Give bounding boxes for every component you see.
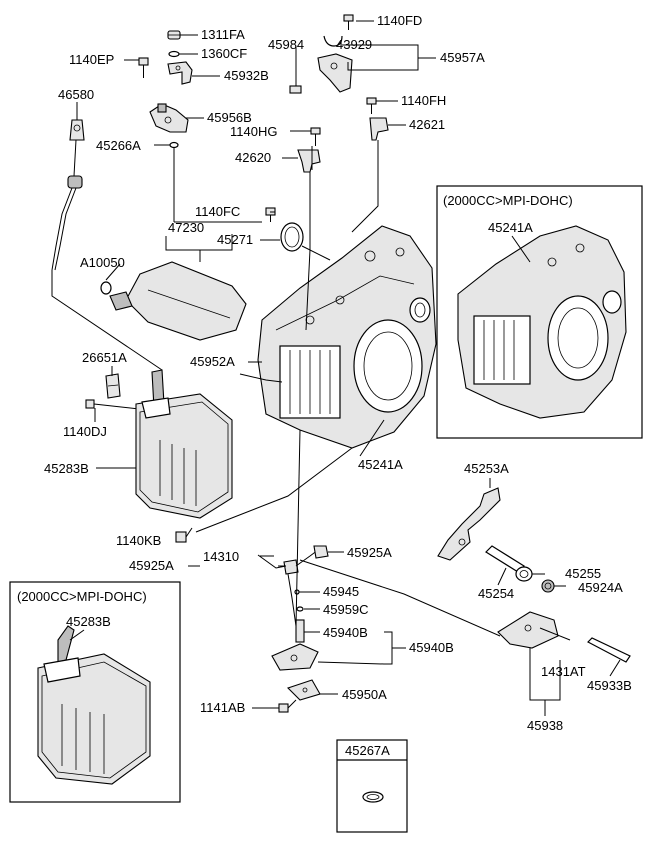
- label-45271: 45271: [217, 232, 253, 247]
- label-45924a: 45924A: [578, 580, 623, 595]
- label-1140fd: 1140FD: [377, 13, 422, 28]
- pin-45254-drawing: [485, 545, 525, 573]
- bolt-1140fd-drawing: [343, 14, 354, 30]
- cable-14310-drawing: [257, 545, 329, 627]
- bolt-45984-drawing: [289, 56, 302, 94]
- label-45952a: 45952A: [190, 354, 235, 369]
- label-1140ep: 1140EP: [69, 52, 114, 67]
- label-45984: 45984: [268, 37, 304, 52]
- label-1141ab: 1141AB: [200, 700, 245, 715]
- label-1140dj: 1140DJ: [63, 424, 107, 439]
- label-1140kb: 1140KB: [116, 533, 161, 548]
- label-46580: 46580: [58, 87, 94, 102]
- bolt-1140ep-drawing: [138, 57, 149, 78]
- label-45283b: 45283B: [44, 461, 89, 476]
- inset-frame-bottom: [9, 581, 181, 803]
- oring-45271-drawing: [280, 222, 304, 252]
- label-45950a: 45950A: [342, 687, 387, 702]
- label-45925a-left: 45925A: [129, 558, 174, 573]
- bracket-45938-drawing: [497, 611, 571, 649]
- inset-bottom-title: (2000CC>MPI-DOHC): [17, 589, 147, 604]
- label-1311fa: 1311FA: [201, 27, 245, 42]
- bolt-1140fc-drawing: [265, 207, 276, 222]
- label-45945: 45945: [323, 584, 359, 599]
- label-45938: 45938: [527, 718, 563, 733]
- oil-filter-47230-drawing: [109, 261, 247, 341]
- label-45940b-outer: 45940B: [409, 640, 454, 655]
- oring-45959c-drawing: [296, 606, 304, 612]
- transmission-case-45241a-drawing: [257, 225, 437, 449]
- label-45267a: 45267A: [345, 743, 390, 758]
- bolt-1140hg-drawing: [310, 127, 321, 146]
- leader-lines: [51, 20, 621, 716]
- inset-bottom-part-label: 45283B: [66, 614, 111, 629]
- label-26651a: 26651A: [82, 350, 127, 365]
- label-47230: 47230: [168, 220, 204, 235]
- bushing-45924a-drawing: [541, 579, 555, 593]
- label-45957a: 45957A: [440, 50, 485, 65]
- label-45254: 45254: [478, 586, 514, 601]
- label-45956b: 45956B: [207, 110, 252, 125]
- oil-pan-inset-drawing: [37, 625, 151, 785]
- inset-frame-top: [436, 185, 643, 439]
- dipstick-46580-drawing: [51, 119, 85, 271]
- label-1140fh: 1140FH: [401, 93, 446, 108]
- label-45933b: 45933B: [587, 678, 632, 693]
- label-42621: 42621: [409, 117, 445, 132]
- washer-1360cf-drawing: [168, 50, 180, 58]
- seal-45266a-drawing: [169, 141, 179, 149]
- transmission-case-inset-drawing: [457, 225, 627, 419]
- detent-45940b-drawing: [271, 619, 319, 671]
- label-42620: 42620: [235, 150, 271, 165]
- label-a10050: A10050: [80, 255, 125, 270]
- label-1140hg: 1140HG: [230, 124, 277, 139]
- part-box-45267a: [336, 739, 408, 833]
- inset-top-title: (2000CC>MPI-DOHC): [443, 193, 573, 208]
- label-1140fc: 1140FC: [195, 204, 240, 219]
- sensor-42620-drawing: [297, 149, 321, 173]
- lever-45956b-drawing: [149, 103, 189, 133]
- bracket-26651a-drawing: [105, 373, 121, 399]
- label-45959c: 45959C: [323, 602, 369, 617]
- bolt-1140kb-drawing: [175, 527, 193, 543]
- label-45241a: 45241A: [358, 457, 403, 472]
- seal-45267a-drawing: [362, 791, 384, 803]
- sensor-42621-drawing: [369, 117, 389, 141]
- bolt-1140fh-drawing: [366, 97, 377, 114]
- label-45253a: 45253A: [464, 461, 509, 476]
- label-45925a-right: 45925A: [347, 545, 392, 560]
- oring-a10050-drawing: [100, 281, 112, 295]
- lever-45253a-drawing: [437, 487, 501, 561]
- label-45255: 45255: [565, 566, 601, 581]
- label-14310: 14310: [203, 549, 239, 564]
- bolt-1141ab-drawing: [278, 699, 297, 713]
- label-1431at: 1431AT: [541, 664, 586, 679]
- spring-45950a-drawing: [286, 679, 321, 701]
- inset-top-part-label: 45241A: [488, 220, 533, 235]
- oil-pan-45283b-drawing: [135, 369, 233, 519]
- label-1360cf: 1360CF: [201, 46, 247, 61]
- nut-1311fa-drawing: [167, 30, 181, 40]
- label-45266a: 45266A: [96, 138, 141, 153]
- label-43929: 43929: [336, 37, 372, 52]
- spring-45255-drawing: [515, 566, 533, 582]
- label-45940b-inner: 45940B: [323, 625, 368, 640]
- rod-45933b-drawing: [586, 637, 631, 663]
- bracket-45932b-drawing: [167, 61, 193, 85]
- label-45932b: 45932B: [224, 68, 269, 83]
- bracket-45957a-drawing: [317, 35, 353, 93]
